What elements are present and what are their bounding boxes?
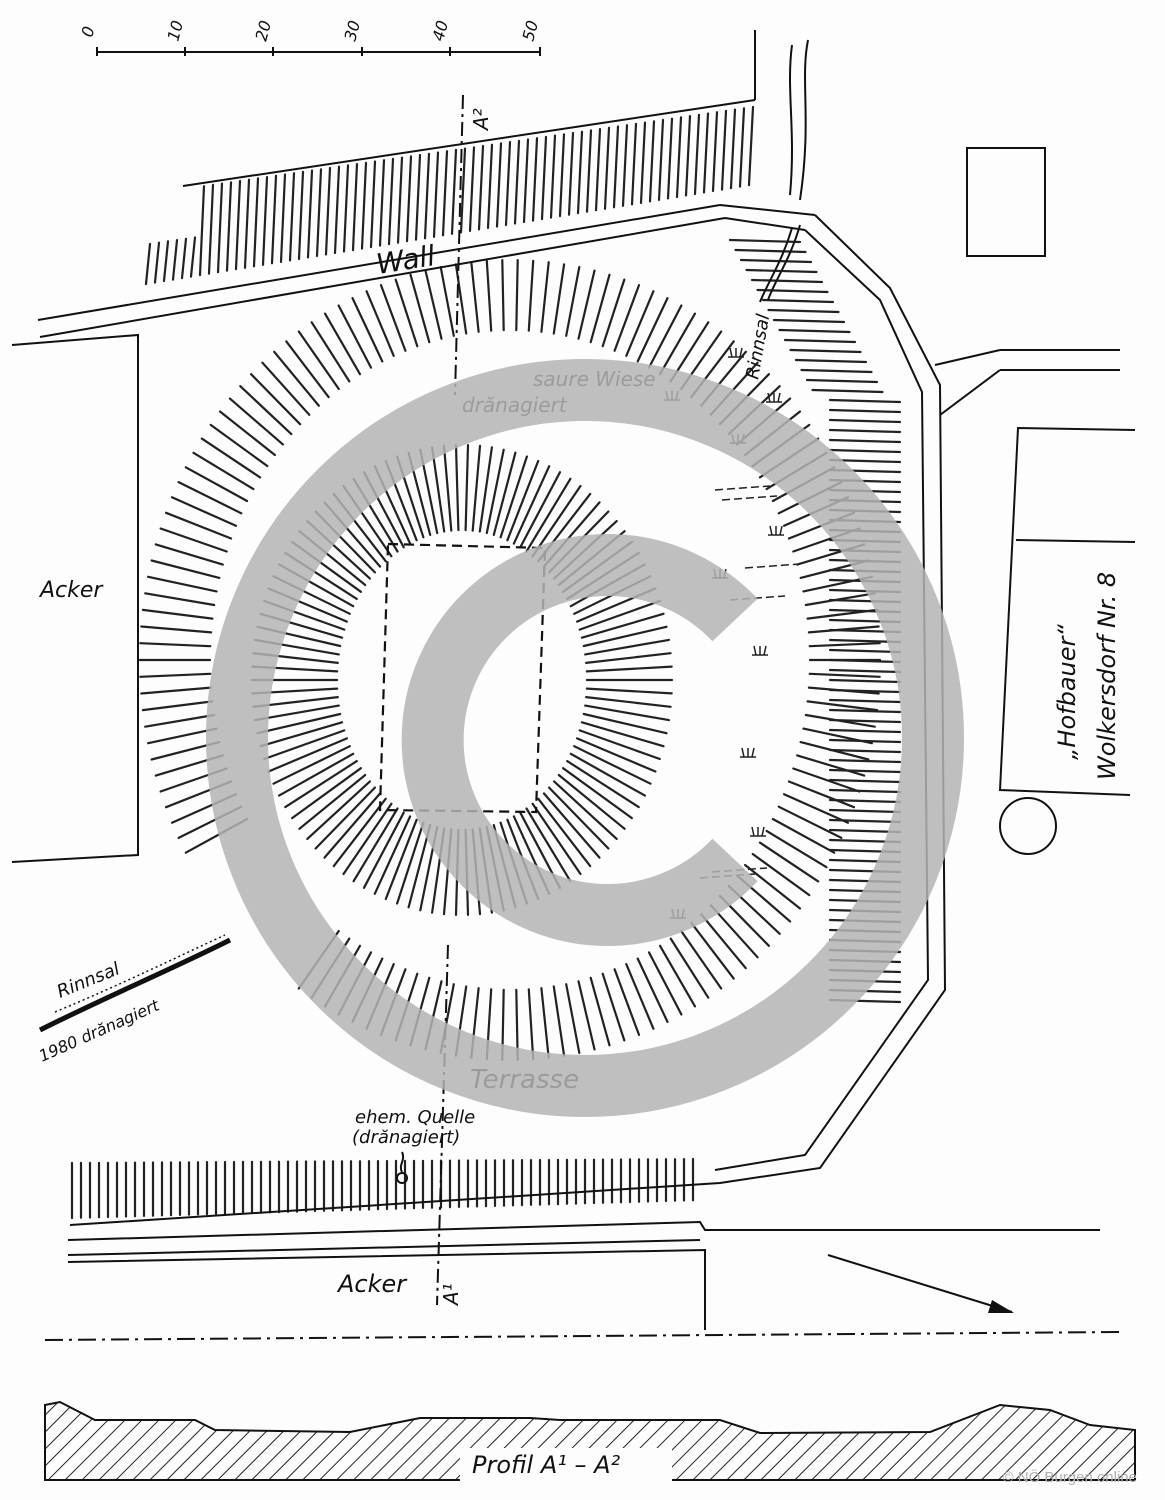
profile-section: Profil A¹ – A² [44,1400,1136,1482]
section-a1-label: A¹ [439,1283,463,1307]
acker-west-field [11,333,139,863]
scale-tick-50: 50 [519,18,543,43]
direction-arrow [827,1254,1014,1313]
keep-footprint [378,542,547,814]
scale-tick-20: 20 [252,18,276,43]
rinnsal-ne-label: Rinnsal [742,312,774,380]
profil-label: Profil A¹ – A² [472,1451,621,1479]
quelle-label-line1: ehem. Quelle [355,1107,475,1128]
scale-bar: 0 10 20 30 40 50 [78,18,543,56]
wall-label: Wall [374,239,438,281]
credit-text: © NÖ Burgen online [1002,1469,1137,1486]
scale-tick-40: 40 [429,18,453,43]
well-circle [999,797,1057,855]
quelle-label-line2: (drănagiert) [352,1127,460,1148]
small-building [966,147,1046,257]
hofbauer-label: „Hofbauer“ [1053,624,1081,760]
scale-tick-10: 10 [164,18,188,43]
scale-tick-0: 0 [78,24,99,39]
hofbauer-building [998,426,1136,796]
rinnsal-sw-stream [38,934,232,1033]
section-a2-label: A² [469,108,493,132]
scale-tick-30: 30 [341,18,365,43]
acker-south-field [67,1248,706,1330]
acker-south-label: Acker [336,1270,408,1298]
copyright-watermark [206,359,964,1117]
wolkersdorf-label: Wolkersdorf Nr. 8 [1093,572,1121,780]
quelle-symbol [396,1151,408,1184]
draenagiert-1980-label: 1980 drănagiert [36,995,163,1065]
acker-west-label: Acker [38,578,104,603]
section-line [436,94,464,1306]
rinnsal-ne-stream [759,39,809,303]
separator-line [44,1331,1126,1341]
